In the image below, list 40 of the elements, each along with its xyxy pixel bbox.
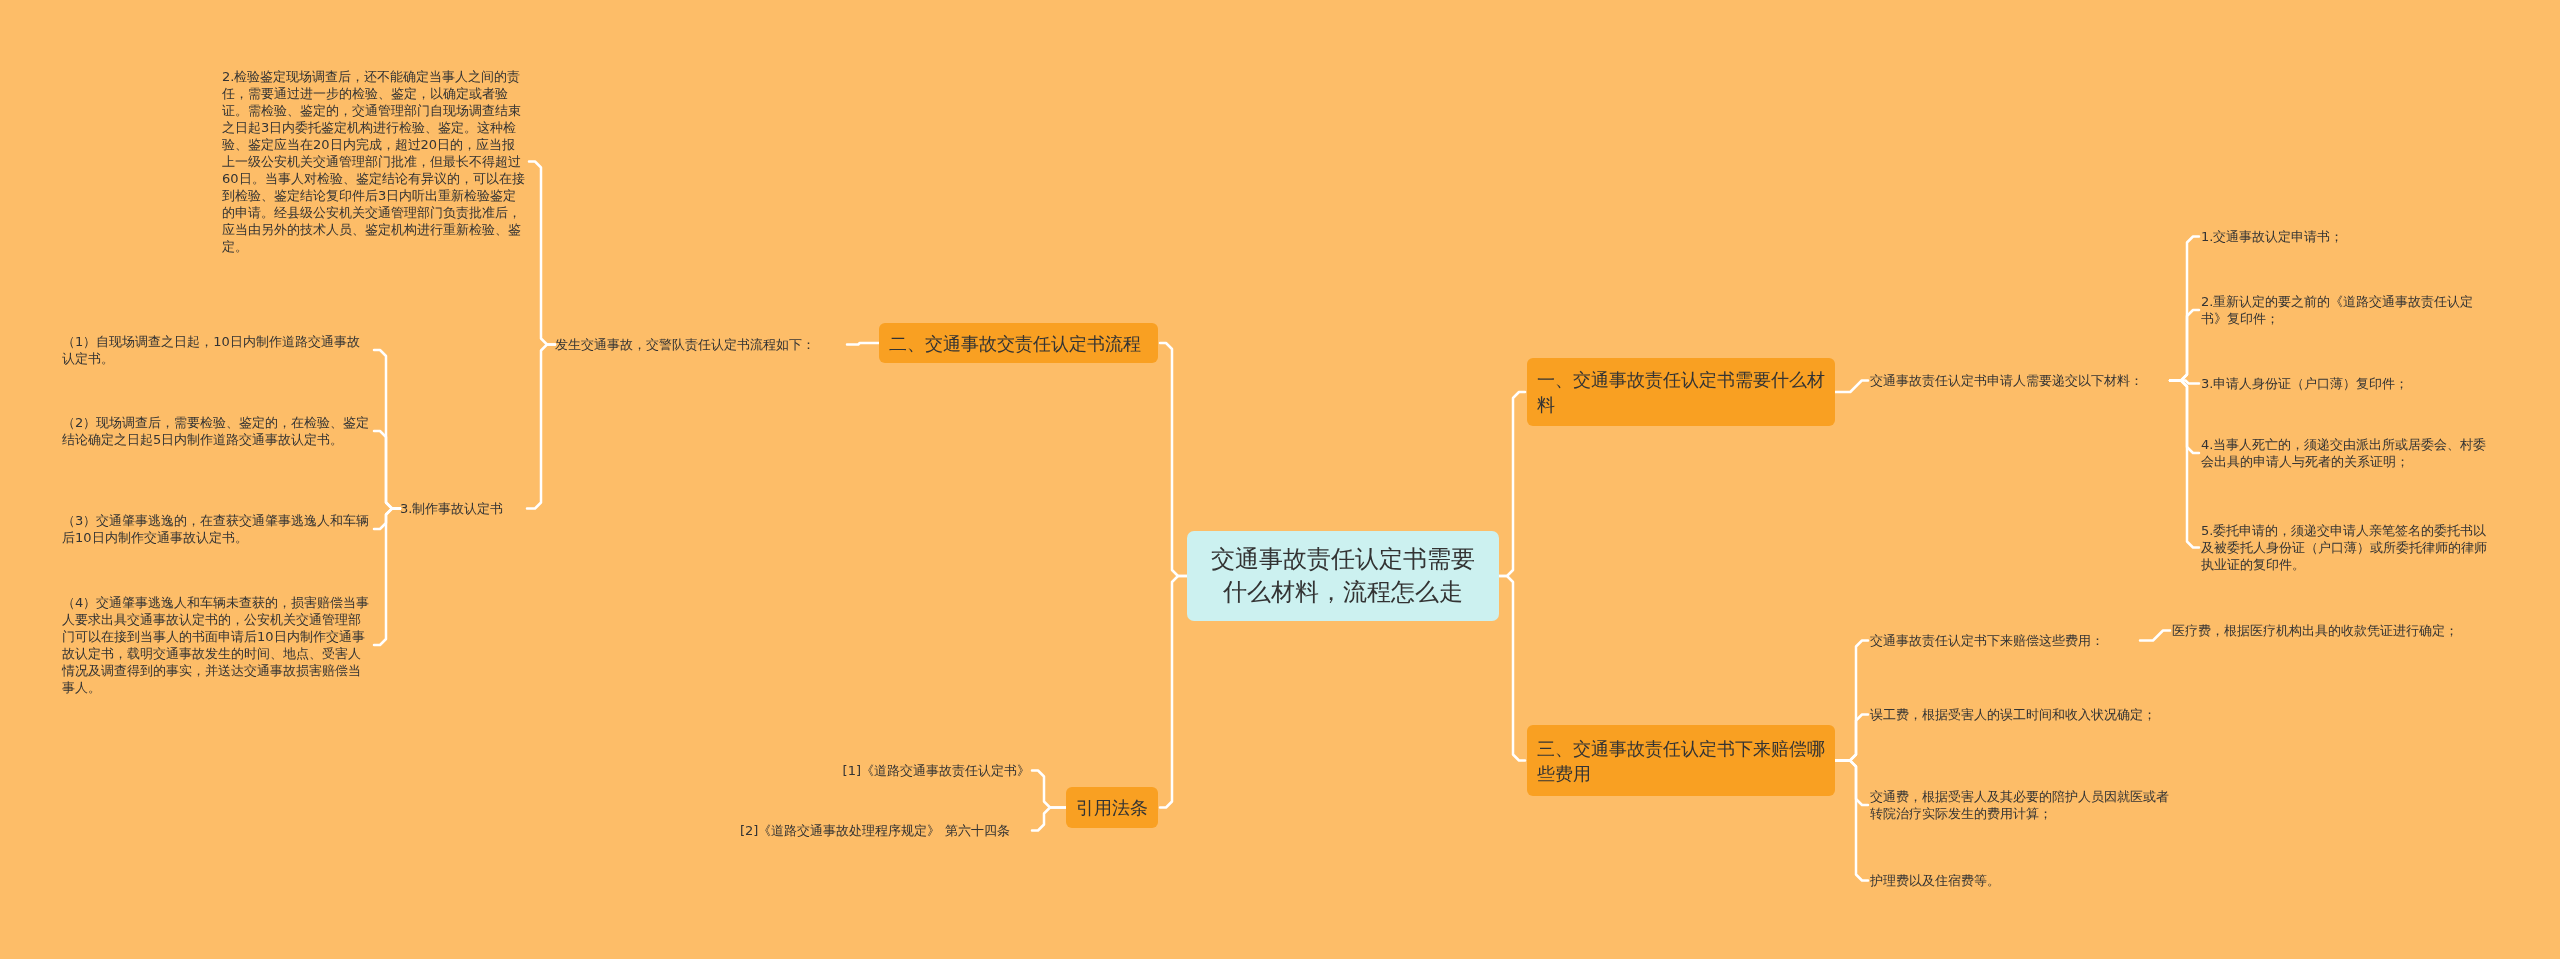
branch-topic-box bbox=[1527, 358, 1835, 426]
branch-topic-box bbox=[1066, 787, 1158, 828]
topic-text: 误工费，根据受害人的误工时间和收入状况确定； bbox=[1870, 706, 2170, 723]
topic-text: [1]《道路交通事故责任认定书》 bbox=[790, 762, 1030, 779]
connector-line bbox=[372, 507, 402, 647]
connector-line bbox=[1833, 379, 1870, 394]
topic-text: 5.委托申请的，须递交申请人亲笔签名的委托书以及被委托人身份证（户口薄）或所委托律师的律师执业证的复印件。 bbox=[2201, 522, 2491, 573]
branch-topic-text: 一、交通事故责任认定书需要什么材料 bbox=[1537, 368, 1825, 417]
topic-text: （3）交通肇事逃逸的，在查获交通肇事逃逸人和车辆后10日内制作交通事故认定书。 bbox=[62, 512, 372, 546]
topic-text: 2.检验鉴定现场调查后，还不能确定当事人之间的责任，需要通过进一步的检验、鉴定，以确定或者验证。需检验、鉴定的，交通管理部门自现场调查结束之日起3日内委托鉴定机构进行检验、鉴定。这种检验、鉴定应当在20日内完成，超过20日的，应当报上一级公安机关交通管理部门批准，但最长不得超过60日。当事人对检验、鉴定结论有异议的，可以在接到检验、鉴定结论复印件后3日内听出重新检验鉴定的申请。经县级公安机关交通管理部门负责批准后，应当由另外的技术人员、鉴定机构进行重新检验、鉴定。 bbox=[222, 68, 527, 255]
branch-topic-text: 三、交通事故责任认定书下来赔偿哪些费用 bbox=[1537, 736, 1825, 786]
topic-text: 1.交通事故认定申请书； bbox=[2201, 228, 2491, 245]
branch-topic-text: 二、交通事故交责任认定书流程 bbox=[889, 331, 1141, 356]
connector-line bbox=[525, 343, 557, 510]
topic-text: [2]《道路交通事故处理程序规定》 第六十四条 bbox=[740, 822, 1030, 839]
topic-text: 医疗费，根据医疗机构出具的收款凭证进行确定； bbox=[2172, 622, 2472, 639]
topic-text: 发生交通事故，交警队责任认定书流程如下： bbox=[555, 336, 845, 353]
topic-text: 3.制作事故认定书 bbox=[400, 500, 525, 517]
branch-topic-box bbox=[1527, 725, 1835, 796]
topic-text: 交通事故责任认定书下来赔偿这些费用： bbox=[1870, 632, 2140, 649]
central-topic-text: 交通事故责任认定书需要什么材料，流程怎么走 bbox=[1210, 544, 1476, 608]
topic-text: 4.当事人死亡的，须递交由派出所或居委会、村委会出具的申请人与死者的关系证明； bbox=[2201, 436, 2491, 470]
topic-text: 3.申请人身份证（户口薄）复印件； bbox=[2201, 375, 2491, 392]
connector-line bbox=[1833, 759, 1870, 882]
topic-text: 护理费以及住宿费等。 bbox=[1870, 872, 2170, 889]
topic-text: 2.重新认定的要之前的《道路交通事故责任认定书》复印件； bbox=[2201, 293, 2491, 327]
connector-line bbox=[845, 341, 881, 346]
topic-text: 交通费，根据受害人及其必要的陪护人员因就医或者转院治疗实际发生的费用计算； bbox=[1870, 788, 2170, 822]
connector-line bbox=[1158, 574, 1189, 809]
connector-line bbox=[1030, 806, 1068, 832]
connector-line bbox=[2168, 379, 2201, 549]
topic-text: （1）自现场调查之日起，10日内制作道路交通事故认定书。 bbox=[62, 333, 372, 367]
branch-topic-box bbox=[879, 323, 1158, 363]
connector-line bbox=[1497, 574, 1527, 762]
branch-topic-text: 引用法条 bbox=[1076, 796, 1148, 820]
topic-text: （2）现场调查后，需要检验、鉴定的，在检验、鉴定结论确定之日起5日内制作道路交通事故认定书。 bbox=[62, 414, 372, 448]
topic-text: 交通事故责任认定书申请人需要递交以下材料： bbox=[1870, 372, 2170, 389]
central-topic-box bbox=[1187, 531, 1499, 621]
topic-text: （4）交通肇事逃逸人和车辆未查获的，损害赔偿当事人要求出具交通事故认定书的，公安机关交通管理部门可以在接到当事人的书面申请后10日内制作交通事故认定书，载明交通事故发生的时间、地点、受害人情况及调查得到的事实，并送达交通事故损害赔偿当事人。 bbox=[62, 594, 372, 696]
connector-line bbox=[2138, 629, 2172, 642]
